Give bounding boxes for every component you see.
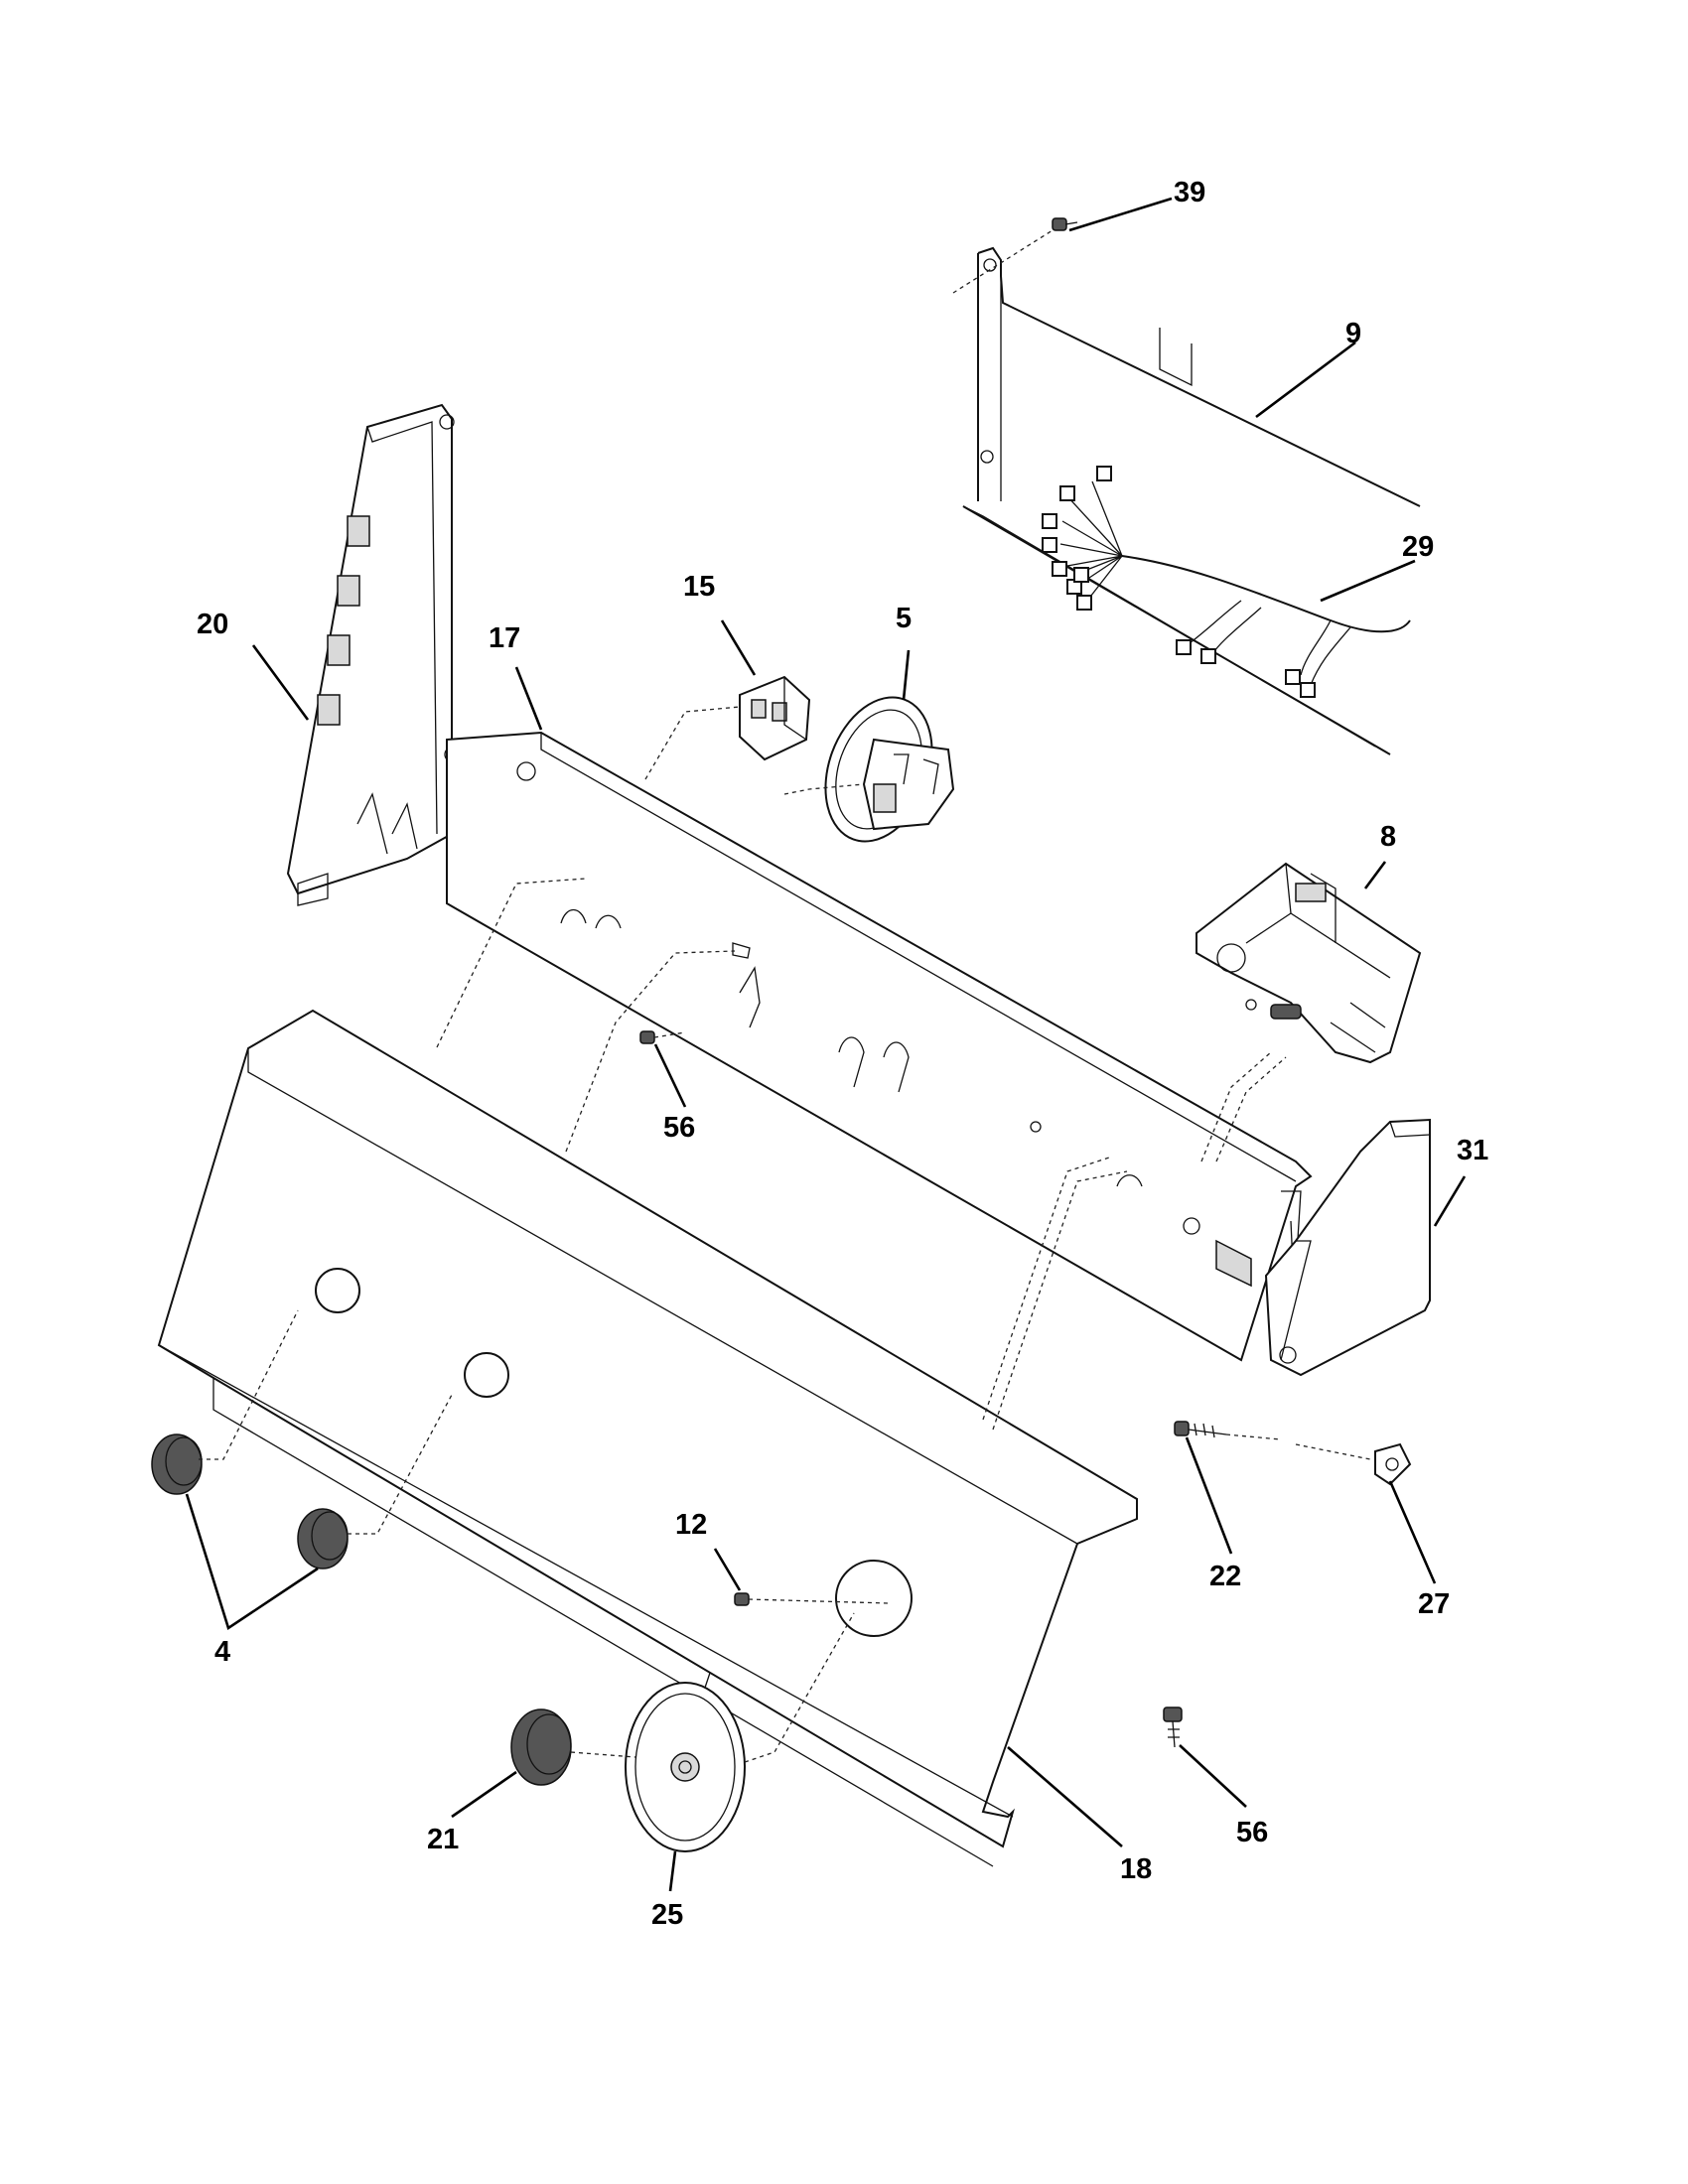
callout-9: 9 [1345,318,1361,349]
callout-29: 29 [1402,531,1434,563]
part-27-clip [1374,1442,1412,1486]
callout-8: 8 [1380,821,1396,853]
leader-39 [1068,197,1173,232]
callout-labels: 39 9 29 20 17 15 5 8 56 31 12 22 27 4 21… [197,177,1488,1931]
part-4-knobs [151,1433,349,1570]
part-22-screw [1174,1421,1371,1460]
part-21-timer-knob [510,1708,572,1786]
part-25-dial [625,1672,746,1852]
callout-18: 18 [1120,1853,1152,1885]
part-56b-screw [1163,1706,1183,1748]
leader-17 [514,666,543,731]
part-39-screw [952,217,1078,294]
part-8-motor [1196,862,1422,1064]
leader-22 [1185,1436,1233,1555]
part-29-wire-harness [1042,466,1411,698]
leader-29 [1320,559,1416,603]
callout-25: 25 [651,1899,683,1931]
leader-12 [713,1548,742,1591]
leader-18 [1007,1746,1123,1847]
callout-39: 39 [1174,177,1205,208]
leader-21 [451,1770,517,1819]
part-17-control-bracket [446,731,1313,1362]
leader-56a [653,1043,687,1108]
assembly-guide-lines [199,706,1287,1763]
callout-56a: 56 [663,1112,695,1144]
leader-9 [1255,341,1356,419]
part-15-switch [739,675,811,761]
leader-8 [1363,861,1387,889]
leader-20 [251,644,310,721]
leader-15 [720,619,757,676]
part-18-console-panel [157,1009,1138,1867]
leader-31 [1433,1175,1467,1227]
callout-17: 17 [489,622,520,654]
part-20-left-end-cap [286,403,460,906]
leader-4 [185,1493,319,1631]
callout-4: 4 [214,1636,230,1668]
callout-56b: 56 [1236,1817,1268,1848]
callout-27: 27 [1418,1588,1450,1620]
part-56a-screw [639,1030,686,1044]
part-31-right-end-cap [1264,1118,1431,1377]
callout-leaders [185,197,1467,1892]
leader-25 [668,1850,677,1892]
callout-5: 5 [896,603,912,634]
part-12-screw [734,1592,890,1606]
leader-27 [1388,1480,1437,1584]
callout-20: 20 [197,609,228,640]
callout-21: 21 [427,1824,459,1855]
callout-31: 31 [1457,1135,1488,1166]
callout-12: 12 [675,1509,707,1541]
leader-5 [902,649,911,701]
part-5-timer [824,696,955,843]
callout-15: 15 [683,571,715,603]
part-9-rear-panel [962,246,1421,755]
callout-22: 22 [1209,1561,1241,1592]
leader-56b [1179,1744,1247,1808]
